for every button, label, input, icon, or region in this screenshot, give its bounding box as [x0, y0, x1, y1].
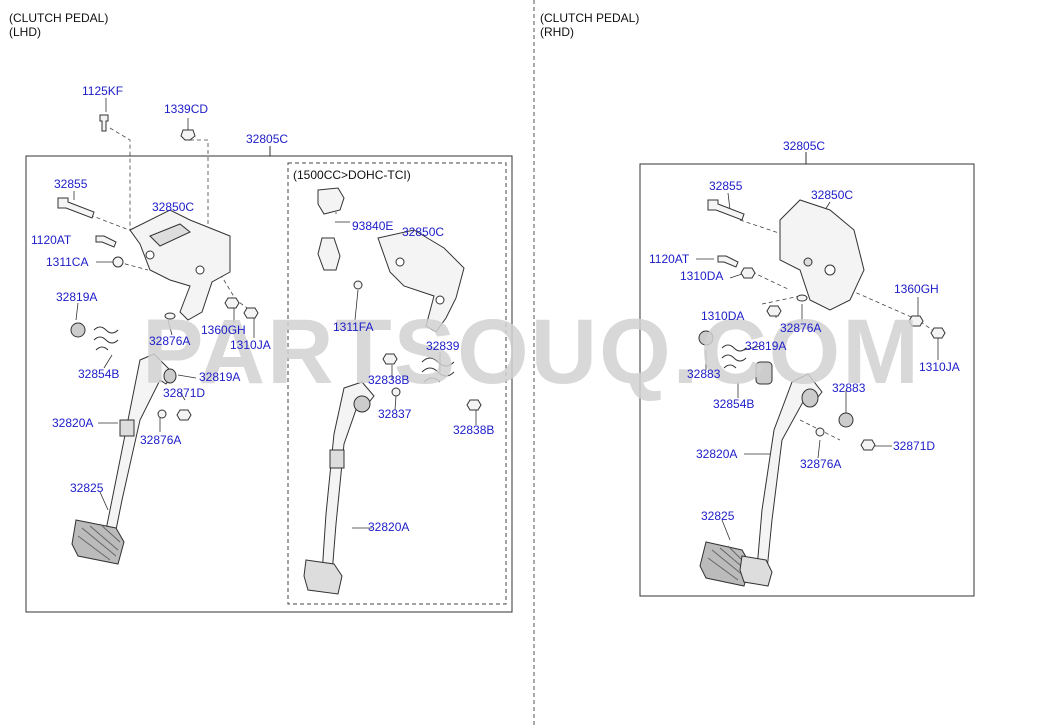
part-label-1120AT-rhd[interactable]: 1120AT	[649, 252, 690, 266]
part-label-32850C-lhd[interactable]: 32850C	[152, 200, 195, 214]
part-label-32820A-lhd[interactable]: 32820A	[52, 416, 94, 430]
part-label-32819A-lhd-upper[interactable]: 32819A	[56, 290, 98, 304]
part-label-32837[interactable]: 32837	[378, 407, 412, 421]
part-label-32850C-rhd[interactable]: 32850C	[811, 188, 854, 202]
rhd-assembly-frame	[639, 163, 975, 597]
part-label-32876A-rhd-upper[interactable]: 32876A	[780, 321, 822, 335]
option-box-label: (1500CC>DOHC-TCI)	[293, 168, 411, 182]
part-label-1360GH-rhd[interactable]: 1360GH	[894, 282, 939, 296]
part-label-32838B-upper[interactable]: 32838B	[368, 373, 410, 387]
part-label-1125KF[interactable]: 1125KF	[82, 84, 124, 98]
rhd-subtitle: (RHD)	[540, 25, 574, 39]
part-label-32855-lhd[interactable]: 32855	[54, 177, 88, 191]
part-label-1310JA-rhd[interactable]: 1310JA	[919, 360, 960, 374]
part-label-32825-lhd[interactable]: 32825	[70, 481, 104, 495]
part-label-32820A-option[interactable]: 32820A	[368, 520, 410, 534]
lhd-title: (CLUTCH PEDAL)	[9, 11, 109, 25]
lhd-subtitle: (LHD)	[9, 25, 41, 39]
lhd-parts	[57, 114, 482, 595]
part-label-1339CD[interactable]: 1339CD	[164, 102, 209, 116]
part-label-32883-rhd-right[interactable]: 32883	[832, 381, 866, 395]
part-label-32855-rhd[interactable]: 32855	[709, 179, 743, 193]
part-label-32876A-lhd-upper[interactable]: 32876A	[149, 334, 191, 348]
part-label-32805C-lhd[interactable]: 32805C	[246, 132, 289, 146]
rhd-title: (CLUTCH PEDAL)	[540, 11, 640, 25]
lhd-assembly-frame	[25, 155, 513, 613]
part-label-1310DA-rhd-lower[interactable]: 1310DA	[701, 309, 745, 323]
part-label-32854B-rhd[interactable]: 32854B	[713, 397, 755, 411]
part-label-32839[interactable]: 32839	[426, 339, 460, 353]
part-label-32838B-lower[interactable]: 32838B	[453, 423, 495, 437]
part-label-1311FA[interactable]: 1311FA	[333, 320, 374, 334]
part-label-32871D-lhd[interactable]: 32871D	[163, 386, 206, 400]
part-label-32876A-lhd-lower[interactable]: 32876A	[140, 433, 182, 447]
part-label-32825-rhd[interactable]: 32825	[701, 509, 735, 523]
part-label-32850C-option[interactable]: 32850C	[402, 225, 445, 239]
part-label-32820A-rhd[interactable]: 32820A	[696, 447, 738, 461]
rhd-parts	[698, 199, 946, 587]
part-label-32819A-rhd[interactable]: 32819A	[745, 339, 787, 353]
lhd-guide-lines	[89, 127, 337, 311]
part-label-1310JA-lhd[interactable]: 1310JA	[230, 338, 271, 352]
option-box-frame	[287, 162, 507, 605]
part-label-93840E[interactable]: 93840E	[352, 219, 394, 233]
part-label-32876A-rhd-lower[interactable]: 32876A	[800, 457, 842, 471]
part-label-32819A-lhd-lower[interactable]: 32819A	[199, 370, 241, 384]
part-label-32871D-rhd[interactable]: 32871D	[893, 439, 936, 453]
part-label-32854B-lhd[interactable]: 32854B	[78, 367, 120, 381]
part-label-1360GH-lhd[interactable]: 1360GH	[201, 323, 246, 337]
part-label-1310DA-rhd-upper[interactable]: 1310DA	[680, 269, 724, 283]
part-label-1120AT-lhd[interactable]: 1120AT	[31, 233, 72, 247]
part-label-32805C-rhd[interactable]: 32805C	[783, 139, 826, 153]
part-label-32883-rhd-left[interactable]: 32883	[687, 367, 721, 381]
part-label-1311CA[interactable]: 1311CA	[46, 255, 89, 269]
